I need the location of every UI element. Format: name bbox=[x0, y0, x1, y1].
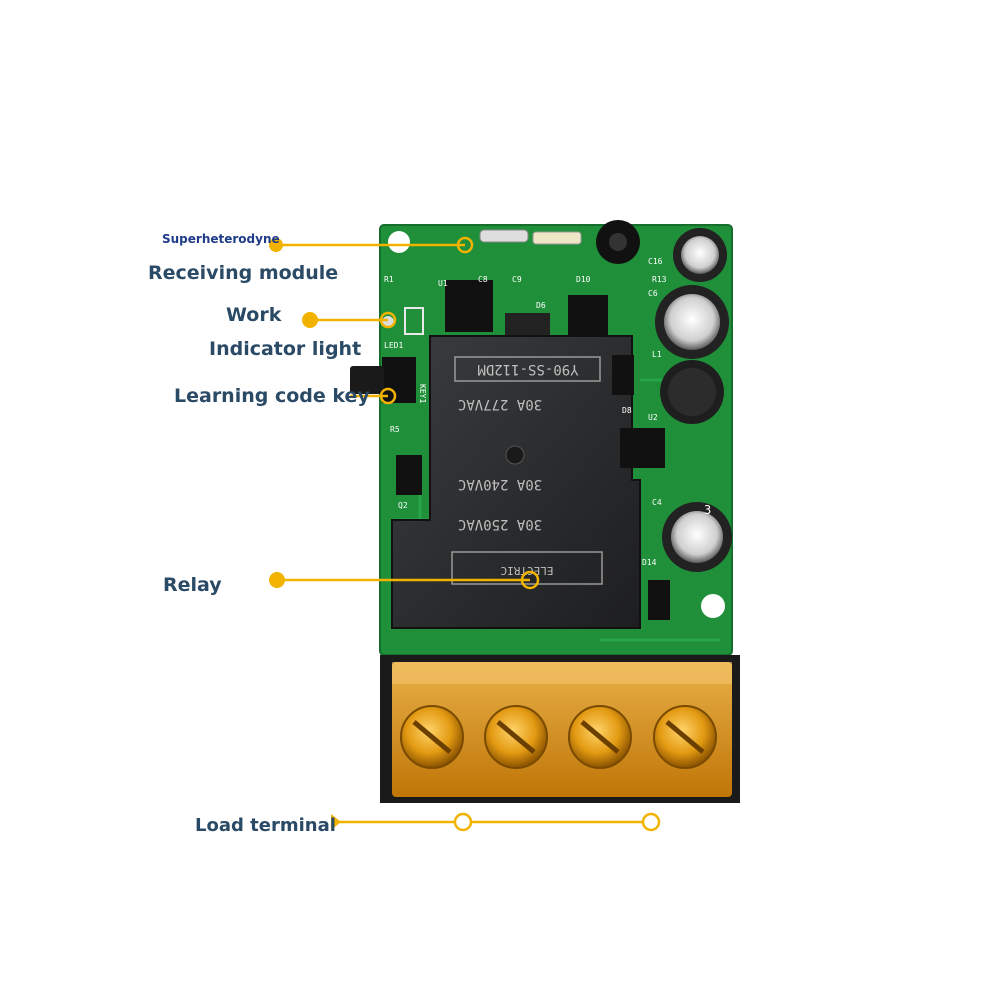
capacitors bbox=[655, 228, 732, 572]
silk-q2: Q2 bbox=[398, 501, 408, 510]
silk-key1: KEY1 bbox=[418, 384, 427, 403]
label-relay: Relay bbox=[163, 574, 222, 596]
silk-u1: U1 bbox=[438, 279, 448, 288]
silk-cap-mark: 3 bbox=[704, 503, 711, 517]
silk-led1: LED1 bbox=[384, 341, 403, 350]
label-learning-code-key: Learning code key bbox=[174, 385, 370, 407]
relay-rating-2: 30A 240VAC bbox=[458, 476, 542, 492]
silk-u2: U2 bbox=[648, 413, 658, 422]
label-indicator-light: Indicator light bbox=[209, 338, 362, 360]
terminal-screws bbox=[400, 705, 717, 769]
label-work: Work bbox=[226, 304, 282, 326]
callout-lines bbox=[278, 236, 661, 832]
silk-c4: C4 bbox=[652, 498, 662, 507]
silk-d8: D8 bbox=[622, 406, 632, 415]
silk-c6: C6 bbox=[648, 289, 658, 298]
callout-dots bbox=[269, 238, 341, 830]
relay-rating-1: 30A 277VAC bbox=[458, 396, 542, 412]
silk-d6: D6 bbox=[536, 301, 546, 310]
silk-c8: C8 bbox=[478, 275, 488, 284]
label-receiving-module: Receiving module bbox=[148, 262, 339, 284]
receiver-module-components bbox=[445, 220, 640, 335]
relay-rating-3: 30A 250VAC bbox=[458, 516, 542, 532]
silk-r5: R5 bbox=[390, 425, 400, 434]
silk-d10: D10 bbox=[576, 275, 591, 284]
silk-r1: R1 bbox=[384, 275, 394, 284]
label-load-terminal: Load terminal bbox=[195, 815, 336, 836]
label-superheterodyne: Superheterodyne bbox=[162, 232, 280, 246]
silk-r13: R13 bbox=[652, 275, 667, 284]
relay-model-marking: Y90-SS-112DM bbox=[477, 361, 578, 377]
silk-c16: C16 bbox=[648, 257, 663, 266]
silk-l1: L1 bbox=[652, 350, 662, 359]
relay-brand-marking: ELECTRIC bbox=[501, 564, 554, 577]
silk-c9: C9 bbox=[512, 275, 522, 284]
silk-d14: D14 bbox=[642, 558, 657, 567]
small-ics bbox=[396, 355, 670, 620]
load-terminal-block bbox=[380, 655, 740, 803]
